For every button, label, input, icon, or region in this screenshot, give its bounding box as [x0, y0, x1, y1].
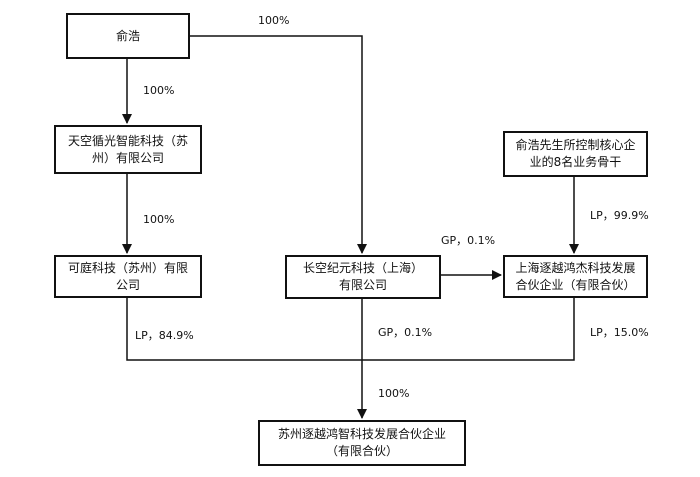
node-yu-hao: 俞浩 — [66, 13, 190, 59]
node-core-members-line-1: 俞浩先生所控制核心企 — [515, 138, 636, 152]
node-shanghai-zhuyue-line-1: 上海逐越鸿杰科技发展 — [515, 260, 636, 275]
node-suzhou-zhuyue-line-1: 苏州逐越鸿智科技发展合伙企业 — [277, 427, 446, 441]
node-yu-hao-line-1: 俞浩 — [115, 28, 140, 43]
label-yu-to-tiankong: 100% — [143, 84, 175, 97]
edge-shanghai-collector — [362, 298, 575, 361]
node-tiankong-line-2: 州）有限公司 — [91, 150, 164, 165]
edge-yu-to-changkong — [190, 35, 367, 254]
node-tiankong-line-1: 天空循光智能科技（苏 — [67, 133, 188, 148]
label-yu-to-changkong: 100% — [258, 14, 290, 27]
node-changkong: 长空纪元科技（上海） 有限公司 — [285, 255, 441, 299]
node-changkong-line-2: 有限公司 — [338, 278, 387, 292]
label-keting-to-suzhou: LP，84.9% — [135, 329, 194, 342]
node-suzhou-zhuyue-line-2: （有限合伙） — [325, 444, 398, 458]
label-combined-to-suzhou: 100% — [378, 387, 410, 400]
node-core-members-line-2: 业的8名业务骨干 — [529, 155, 622, 169]
node-shanghai-zhuyue-line-2: 合伙企业（有限合伙） — [515, 277, 636, 292]
node-suzhou-zhuyue: 苏州逐越鸿智科技发展合伙企业 （有限合伙） — [258, 420, 466, 466]
node-keting-line-2: 公司 — [115, 277, 140, 292]
label-shanghai-to-suzhou: LP，15.0% — [590, 326, 649, 339]
label-changkong-to-shanghai: GP，0.1% — [441, 234, 496, 247]
edge-keting-collector — [126, 298, 362, 361]
label-tiankong-to-keting: 100% — [143, 213, 175, 226]
node-keting: 可庭科技（苏州）有限 公司 — [54, 255, 202, 298]
node-changkong-line-1: 长空纪元科技（上海） — [302, 261, 423, 275]
label-core-to-shanghai: LP，99.9% — [590, 209, 649, 222]
label-changkong-to-suzhou: GP，0.1% — [378, 326, 433, 339]
node-keting-line-1: 可庭科技（苏州）有限 — [67, 260, 188, 275]
node-shanghai-zhuyue: 上海逐越鸿杰科技发展 合伙企业（有限合伙） — [503, 255, 648, 298]
node-tiankong: 天空循光智能科技（苏 州）有限公司 — [54, 125, 202, 174]
node-core-members: 俞浩先生所控制核心企 业的8名业务骨干 — [503, 131, 648, 177]
